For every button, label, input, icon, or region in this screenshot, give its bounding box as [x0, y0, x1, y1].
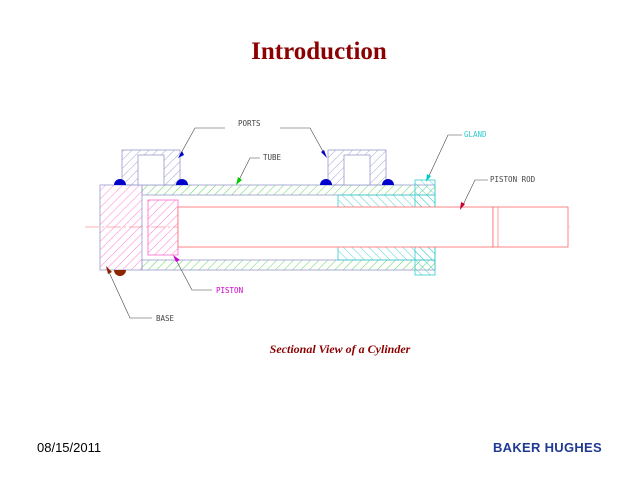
seal-left-b [176, 179, 188, 185]
piston-rod-end [492, 206, 569, 248]
ports-arrow-left [178, 151, 184, 158]
footer-date: 08/15/2011 [37, 440, 102, 455]
slide-title: Introduction [251, 38, 387, 65]
base-leader [107, 269, 152, 319]
cylinder-section-diagram: PORTS GLAND TUBE PISTON ROD PISTON BASE [85, 119, 570, 323]
diagram-caption: Sectional View of a Cylinder [269, 342, 411, 356]
tube-top-wall [141, 184, 436, 196]
label-ports: PORTS [238, 119, 261, 128]
tube-bottom-wall [141, 259, 436, 271]
base-cap [99, 184, 143, 271]
seal-left-a [114, 179, 126, 185]
piston-rod-arrow [460, 202, 465, 210]
port-hole-left [137, 154, 165, 186]
base-arrow [106, 266, 112, 274]
ports-leader-right [280, 127, 326, 156]
piston-leader [174, 257, 212, 291]
gland-arrow [426, 174, 431, 182]
footer-company-name: BAKER HUGHES [492, 440, 602, 455]
piston-rod [177, 206, 494, 248]
ports-leader-left [179, 127, 225, 156]
port-hole-right [343, 154, 371, 186]
piston-rod-leader [461, 179, 488, 208]
seal-right-a [320, 179, 332, 185]
piston-body [147, 199, 179, 256]
label-piston-rod: PISTON ROD [490, 175, 536, 184]
label-piston: PISTON [216, 286, 243, 295]
label-tube: TUBE [263, 153, 282, 162]
gland-leader [427, 134, 462, 179]
tube-leader [237, 157, 260, 183]
tube-arrow [236, 177, 242, 185]
seal-base-bottom [114, 270, 126, 276]
label-base: BASE [156, 314, 175, 323]
ports-arrow-right [321, 150, 327, 158]
label-gland: GLAND [464, 130, 487, 139]
piston-arrow [173, 255, 180, 262]
seal-right-b [382, 179, 394, 185]
